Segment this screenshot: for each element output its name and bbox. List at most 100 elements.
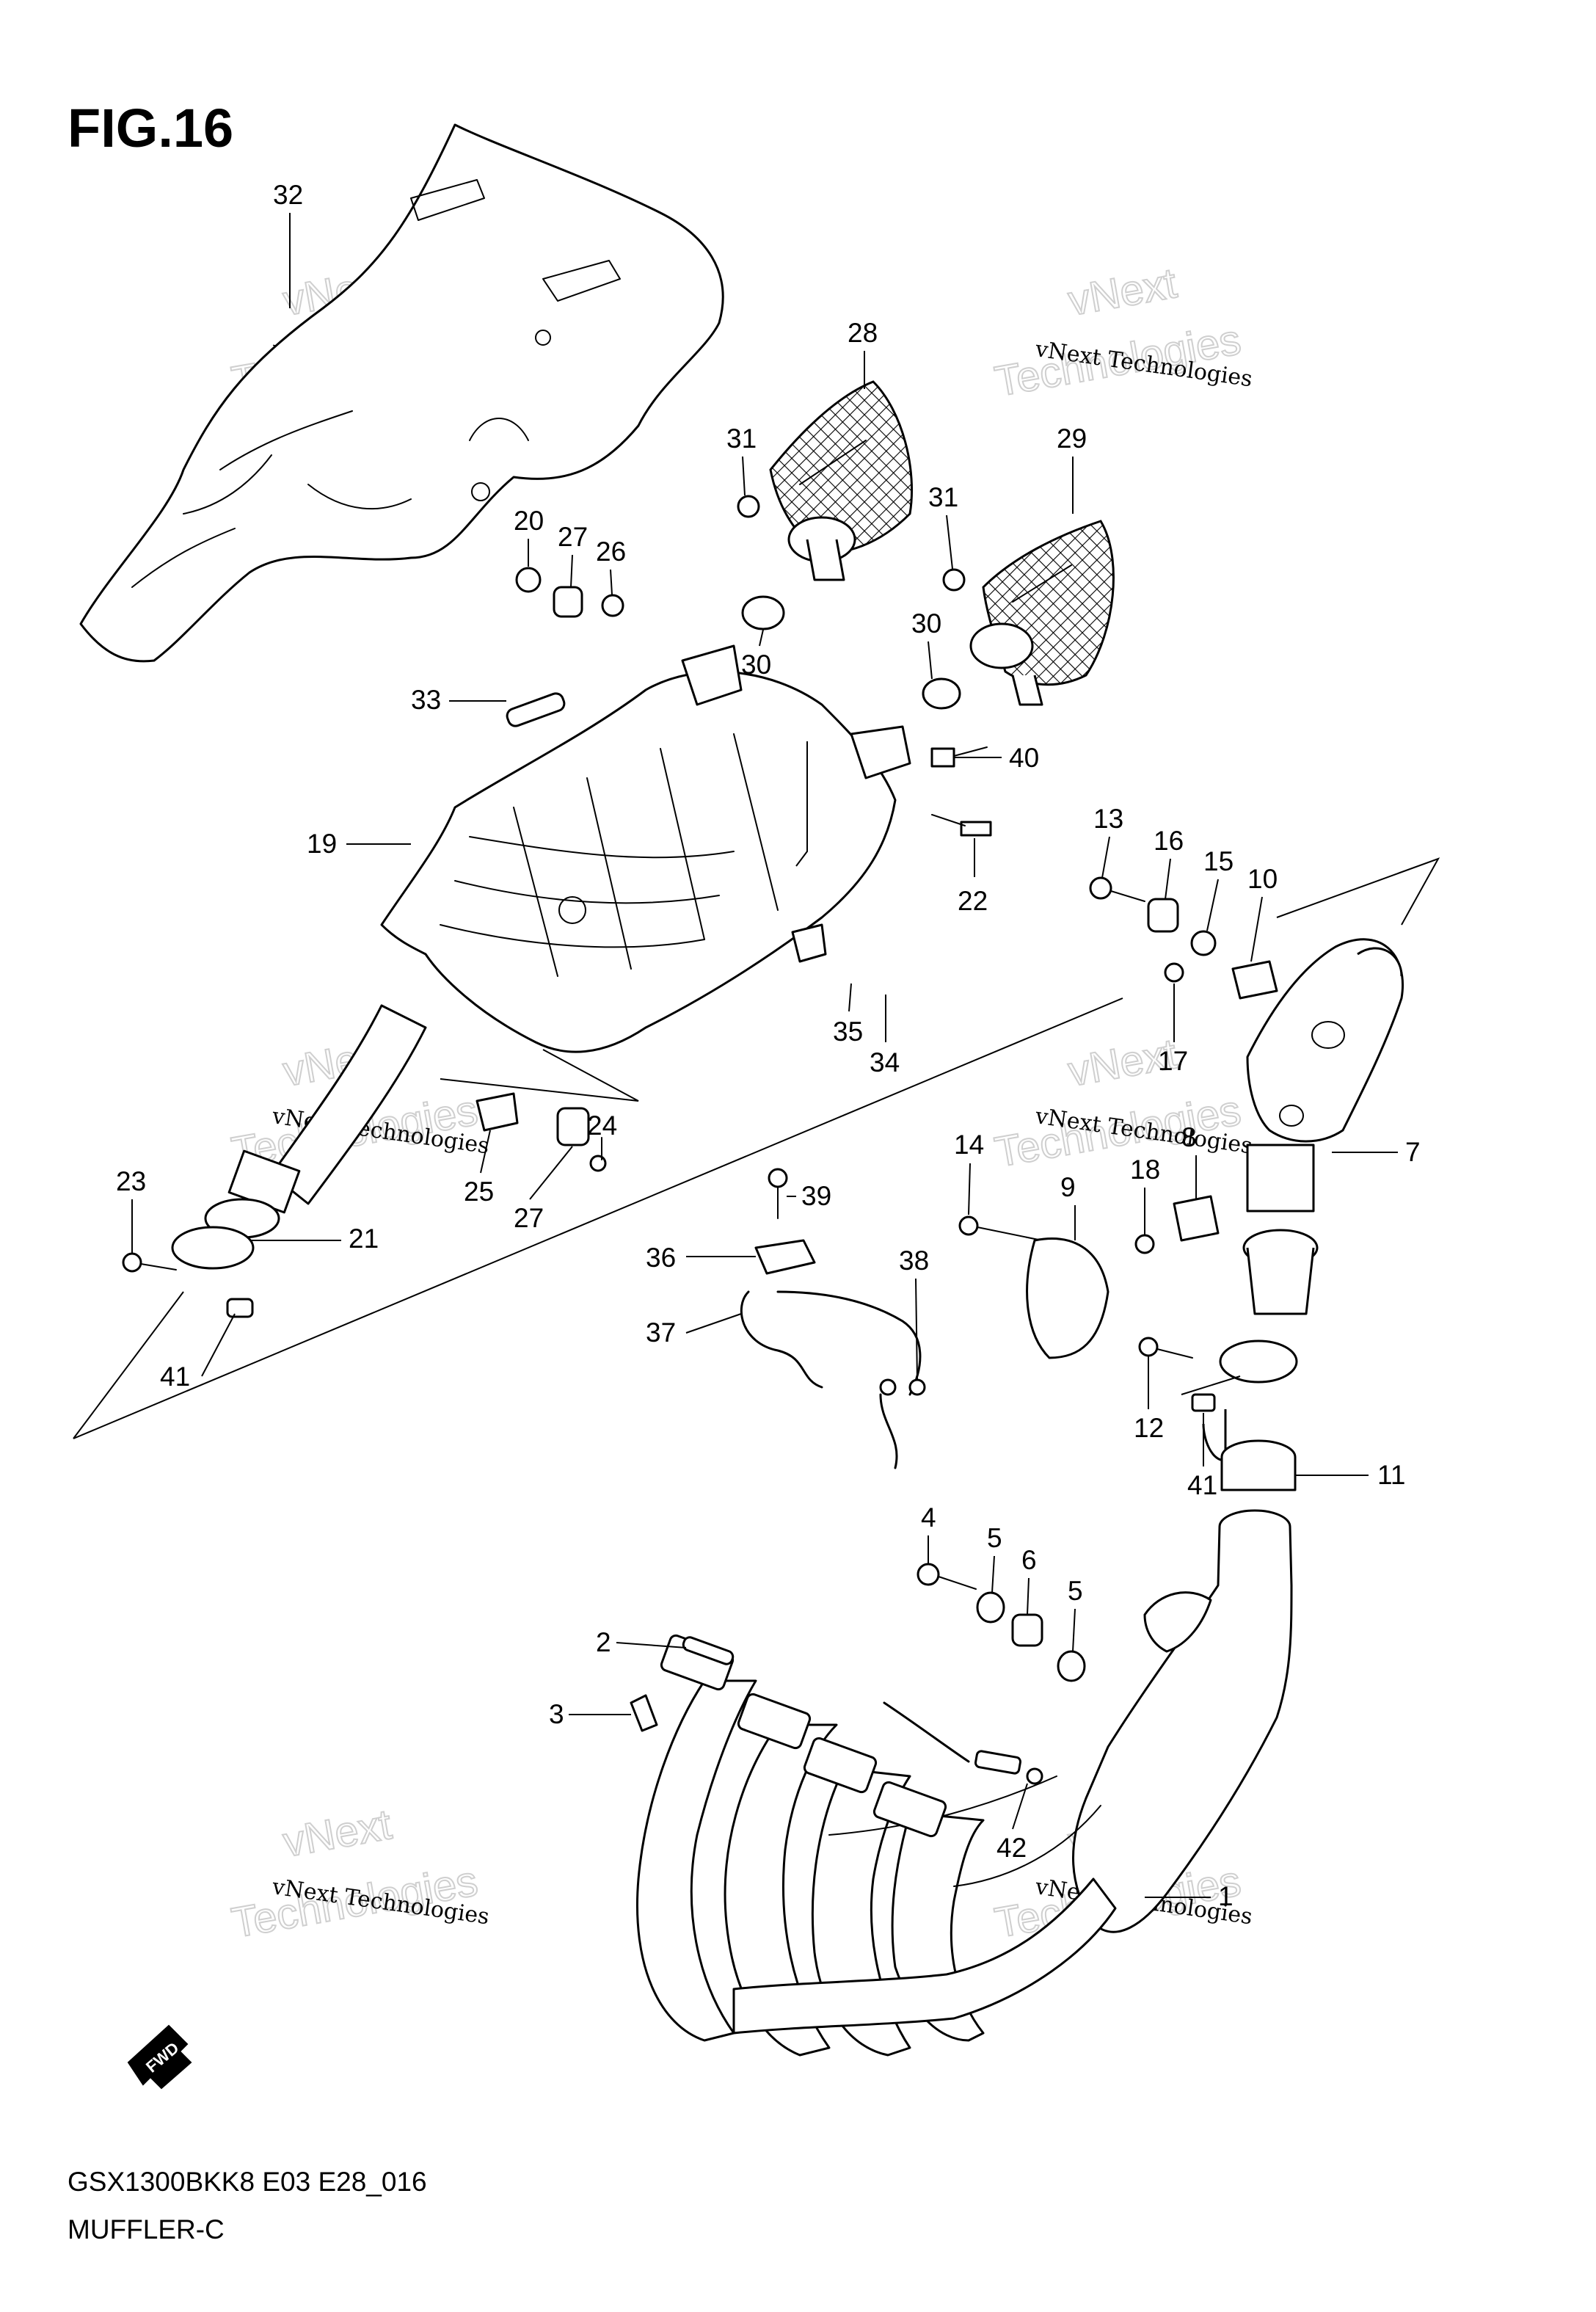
callout-label: 23 (116, 1166, 146, 1196)
callout: 26 (596, 537, 626, 595)
callout: 21 (249, 1224, 379, 1254)
bracket (1173, 1195, 1220, 1242)
callout-label: 29 (1057, 423, 1087, 454)
callout-label: 20 (514, 506, 544, 536)
callout: 42 (996, 1783, 1028, 1863)
callout-label: 26 (596, 537, 626, 567)
callout: 38 (899, 1246, 929, 1381)
callout: 27 (514, 1146, 573, 1233)
callout: 40 (954, 743, 1039, 773)
callout: 29 (1057, 423, 1087, 514)
callout-label: 30 (911, 608, 941, 639)
callout: 28 (848, 318, 878, 389)
watermark: vNext Technologies vNext Technologies (991, 1029, 1254, 1177)
callout-label: 37 (646, 1317, 676, 1348)
guide-lines (73, 741, 1440, 1439)
callout-label: 33 (411, 685, 441, 715)
callout-labels: 32 28 31 29 31 20 27 26 30 30 33 40 19 2… (116, 180, 1421, 1911)
watermark: vNext Technologies vNext Technologies (227, 1800, 491, 1948)
o-ring (922, 677, 961, 710)
callout-label: 42 (996, 1833, 1027, 1863)
bracket-cover (958, 1215, 1109, 1359)
callout-label: 39 (801, 1181, 831, 1211)
callout-label: 7 (1405, 1137, 1421, 1167)
callout: 30 (741, 629, 771, 680)
callout-label: 31 (726, 423, 757, 454)
callout: 33 (411, 685, 506, 715)
callout-label: 32 (273, 180, 303, 210)
callout-label: 15 (1203, 846, 1234, 876)
muffler-downpipe (122, 1004, 427, 1318)
clamp-assembly (1138, 1337, 1298, 1491)
callout: 35 (833, 983, 863, 1047)
callout: 15 (1203, 846, 1234, 931)
callout: 8 (1181, 1122, 1197, 1200)
silencer-end (1242, 938, 1404, 1315)
callout-label: 1 (1218, 1881, 1234, 1911)
watermark-big-1: vNext (1065, 259, 1180, 325)
callout: 14 (954, 1130, 984, 1215)
callout: 25 (464, 1130, 494, 1207)
callout-label: 35 (833, 1017, 863, 1047)
model-code: GSX1300BKK8 E03 E28_016 (68, 2167, 427, 2197)
heat-shield (79, 123, 724, 663)
silencer-hardware (1089, 876, 1278, 1000)
callout-label: 19 (307, 829, 337, 859)
callout: 6 (1021, 1545, 1037, 1615)
callout-label: 9 (1060, 1172, 1076, 1202)
callout: 5 (987, 1523, 1002, 1593)
callout: 7 (1332, 1137, 1421, 1167)
callout-label: 18 (1130, 1155, 1160, 1185)
cover-right (969, 520, 1115, 706)
callout-label: 34 (870, 1047, 900, 1077)
callout: 18 (1130, 1155, 1160, 1235)
callout: 31 (928, 482, 958, 570)
cover-left (769, 380, 913, 581)
callout: 39 (787, 1181, 831, 1211)
callout-label: 41 (160, 1362, 190, 1392)
callout-label: 13 (1093, 804, 1123, 834)
small-hardware (515, 495, 992, 837)
callout: 32 (273, 180, 303, 308)
callout: 24 (587, 1110, 617, 1158)
section-name: MUFFLER-C (68, 2214, 225, 2244)
callout: 37 (646, 1313, 742, 1348)
callout-label: 38 (899, 1246, 929, 1276)
watermark-big-1: vNext (280, 1800, 395, 1866)
o-ring (741, 595, 785, 630)
callout: 13 (1093, 804, 1123, 879)
callout: 27 (558, 522, 588, 588)
callout: 1 (1145, 1881, 1234, 1911)
callout-label: 5 (987, 1523, 1002, 1553)
forward-arrow-icon: FWD (127, 2024, 192, 2090)
callout-label: 14 (954, 1130, 984, 1160)
callout: 17 (1158, 984, 1188, 1076)
callout-label: 27 (514, 1203, 544, 1233)
callout: 2 (596, 1627, 687, 1657)
callout-label: 12 (1134, 1413, 1164, 1443)
watermark: vNext Technologies vNext Technologies (991, 258, 1254, 407)
manifold-hardware (630, 1563, 1086, 1732)
callout-label: 24 (587, 1110, 617, 1141)
callout: 3 (549, 1699, 631, 1729)
callout: 19 (307, 829, 411, 859)
callout-label: 8 (1181, 1122, 1197, 1152)
callout-label: 40 (1009, 743, 1039, 773)
muffler-body (380, 644, 911, 1053)
callout-label: 2 (596, 1627, 611, 1657)
callout-label: 5 (1068, 1576, 1083, 1606)
callout: 16 (1154, 826, 1184, 900)
callout: 9 (1060, 1172, 1076, 1240)
callout: 20 (514, 506, 544, 567)
callout: 34 (870, 995, 900, 1077)
callout: 5 (1068, 1576, 1083, 1652)
callout: 11 (1295, 1460, 1405, 1490)
callout-label: 28 (848, 318, 878, 348)
callout-label: 11 (1377, 1460, 1405, 1490)
figure-title: FIG.16 (68, 98, 233, 159)
callout: 23 (116, 1166, 146, 1254)
exhaust-manifold (635, 1509, 1293, 2057)
oxygen-sensor (883, 1701, 1043, 1785)
